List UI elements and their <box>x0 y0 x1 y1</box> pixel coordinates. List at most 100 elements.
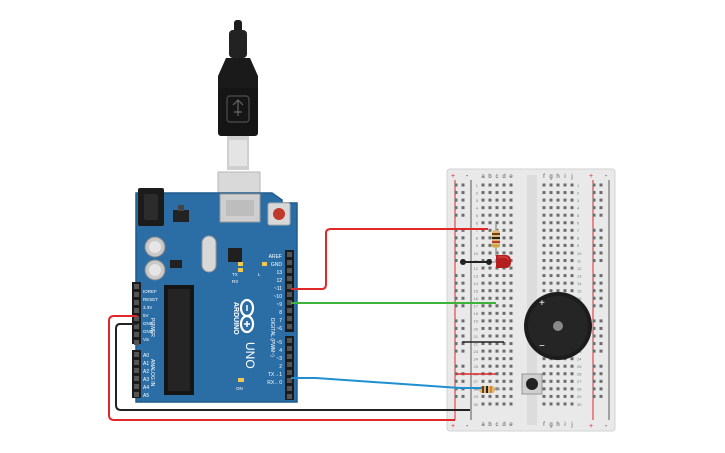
breadboard-hole[interactable] <box>556 243 560 247</box>
breadboard-hole[interactable] <box>502 319 506 323</box>
rail-hole[interactable] <box>454 236 458 240</box>
breadboard-hole[interactable] <box>542 213 546 217</box>
breadboard-hole[interactable] <box>549 206 553 210</box>
breadboard-hole[interactable] <box>495 213 499 217</box>
breadboard-hole[interactable] <box>495 304 499 308</box>
header-pin[interactable] <box>287 338 292 343</box>
breadboard-hole[interactable] <box>549 236 553 240</box>
rail-hole[interactable] <box>454 183 458 187</box>
breadboard-hole[interactable] <box>556 402 560 406</box>
breadboard-hole[interactable] <box>488 296 492 300</box>
breadboard-hole[interactable] <box>481 251 485 255</box>
breadboard-hole[interactable] <box>488 319 492 323</box>
rail-hole[interactable] <box>454 319 458 323</box>
breadboard-hole[interactable] <box>549 379 553 383</box>
breadboard-hole[interactable] <box>556 198 560 202</box>
rail-hole[interactable] <box>599 379 603 383</box>
rail-hole[interactable] <box>461 364 465 368</box>
breadboard-hole[interactable] <box>488 326 492 330</box>
breadboard-hole[interactable] <box>502 191 506 195</box>
rail-hole[interactable] <box>454 364 458 368</box>
rail-hole[interactable] <box>592 259 596 262</box>
breadboard-hole[interactable] <box>542 357 546 361</box>
header-pin[interactable] <box>287 378 292 383</box>
breadboard-hole[interactable] <box>488 394 492 398</box>
header-pin[interactable] <box>134 384 139 389</box>
breadboard-hole[interactable] <box>509 243 513 247</box>
breadboard-hole[interactable] <box>509 342 513 346</box>
rail-hole[interactable] <box>599 243 603 247</box>
breadboard-hole[interactable] <box>502 183 506 187</box>
breadboard-hole[interactable] <box>549 221 553 225</box>
breadboard-hole[interactable] <box>549 394 553 398</box>
breadboard-hole[interactable] <box>563 259 567 262</box>
breadboard-hole[interactable] <box>563 274 567 278</box>
header-pin[interactable] <box>287 268 292 273</box>
breadboard-hole[interactable] <box>570 402 574 406</box>
breadboard-hole[interactable] <box>509 236 513 240</box>
breadboard-hole[interactable] <box>549 364 553 368</box>
breadboard-hole[interactable] <box>542 206 546 210</box>
rail-hole[interactable] <box>461 304 465 308</box>
breadboard-hole[interactable] <box>556 259 560 262</box>
rail-hole[interactable] <box>592 274 596 278</box>
rail-hole[interactable] <box>454 243 458 247</box>
breadboard-hole[interactable] <box>502 213 506 217</box>
breadboard-hole[interactable] <box>563 266 567 270</box>
rail-hole[interactable] <box>599 296 603 300</box>
breadboard-hole[interactable] <box>509 394 513 398</box>
header-pin[interactable] <box>287 300 292 305</box>
breadboard-hole[interactable] <box>570 372 574 376</box>
breadboard-hole[interactable] <box>549 259 553 262</box>
rail-hole[interactable] <box>599 183 603 187</box>
breadboard-hole[interactable] <box>502 228 506 232</box>
breadboard-hole[interactable] <box>563 379 567 383</box>
breadboard-hole[interactable] <box>509 289 513 293</box>
breadboard-hole[interactable] <box>481 357 485 361</box>
rail-hole[interactable] <box>592 349 596 353</box>
breadboard-hole[interactable] <box>542 387 546 391</box>
breadboard-hole[interactable] <box>542 394 546 398</box>
rail-hole[interactable] <box>454 379 458 383</box>
breadboard-hole[interactable] <box>509 206 513 210</box>
breadboard-hole[interactable] <box>549 402 553 406</box>
breadboard-hole[interactable] <box>563 364 567 368</box>
breadboard-hole[interactable] <box>502 221 506 225</box>
header-pin[interactable] <box>287 370 292 375</box>
breadboard-hole[interactable] <box>495 394 499 398</box>
rail-hole[interactable] <box>454 191 458 195</box>
rail-hole[interactable] <box>454 213 458 217</box>
header-pin[interactable] <box>287 308 292 313</box>
breadboard-hole[interactable] <box>570 364 574 368</box>
breadboard-hole[interactable] <box>488 191 492 195</box>
breadboard-hole[interactable] <box>570 394 574 398</box>
breadboard-hole[interactable] <box>481 319 485 323</box>
breadboard-hole[interactable] <box>542 266 546 270</box>
breadboard-hole[interactable] <box>495 221 499 225</box>
breadboard-hole[interactable] <box>509 357 513 361</box>
breadboard-hole[interactable] <box>481 281 485 285</box>
breadboard-hole[interactable] <box>502 357 506 361</box>
breadboard-hole[interactable] <box>481 236 485 240</box>
rail-hole[interactable] <box>599 349 603 353</box>
breadboard-hole[interactable] <box>495 198 499 202</box>
rail-hole[interactable] <box>592 342 596 346</box>
breadboard-hole[interactable] <box>542 274 546 278</box>
breadboard-hole[interactable] <box>481 394 485 398</box>
breadboard-hole[interactable] <box>563 289 567 293</box>
rail-hole[interactable] <box>592 304 596 308</box>
rail-hole[interactable] <box>599 326 603 330</box>
breadboard-hole[interactable] <box>495 191 499 195</box>
breadboard-hole[interactable] <box>556 274 560 278</box>
breadboard-hole[interactable] <box>570 221 574 225</box>
breadboard-hole[interactable] <box>509 213 513 217</box>
breadboard-hole[interactable] <box>549 243 553 247</box>
rail-hole[interactable] <box>461 379 465 383</box>
breadboard-hole[interactable] <box>509 191 513 195</box>
breadboard-hole[interactable] <box>502 274 506 278</box>
breadboard-hole[interactable] <box>556 228 560 232</box>
breadboard-hole[interactable] <box>502 342 506 346</box>
breadboard-hole[interactable] <box>502 402 506 406</box>
breadboard-hole[interactable] <box>563 394 567 398</box>
rail-hole[interactable] <box>461 198 465 202</box>
